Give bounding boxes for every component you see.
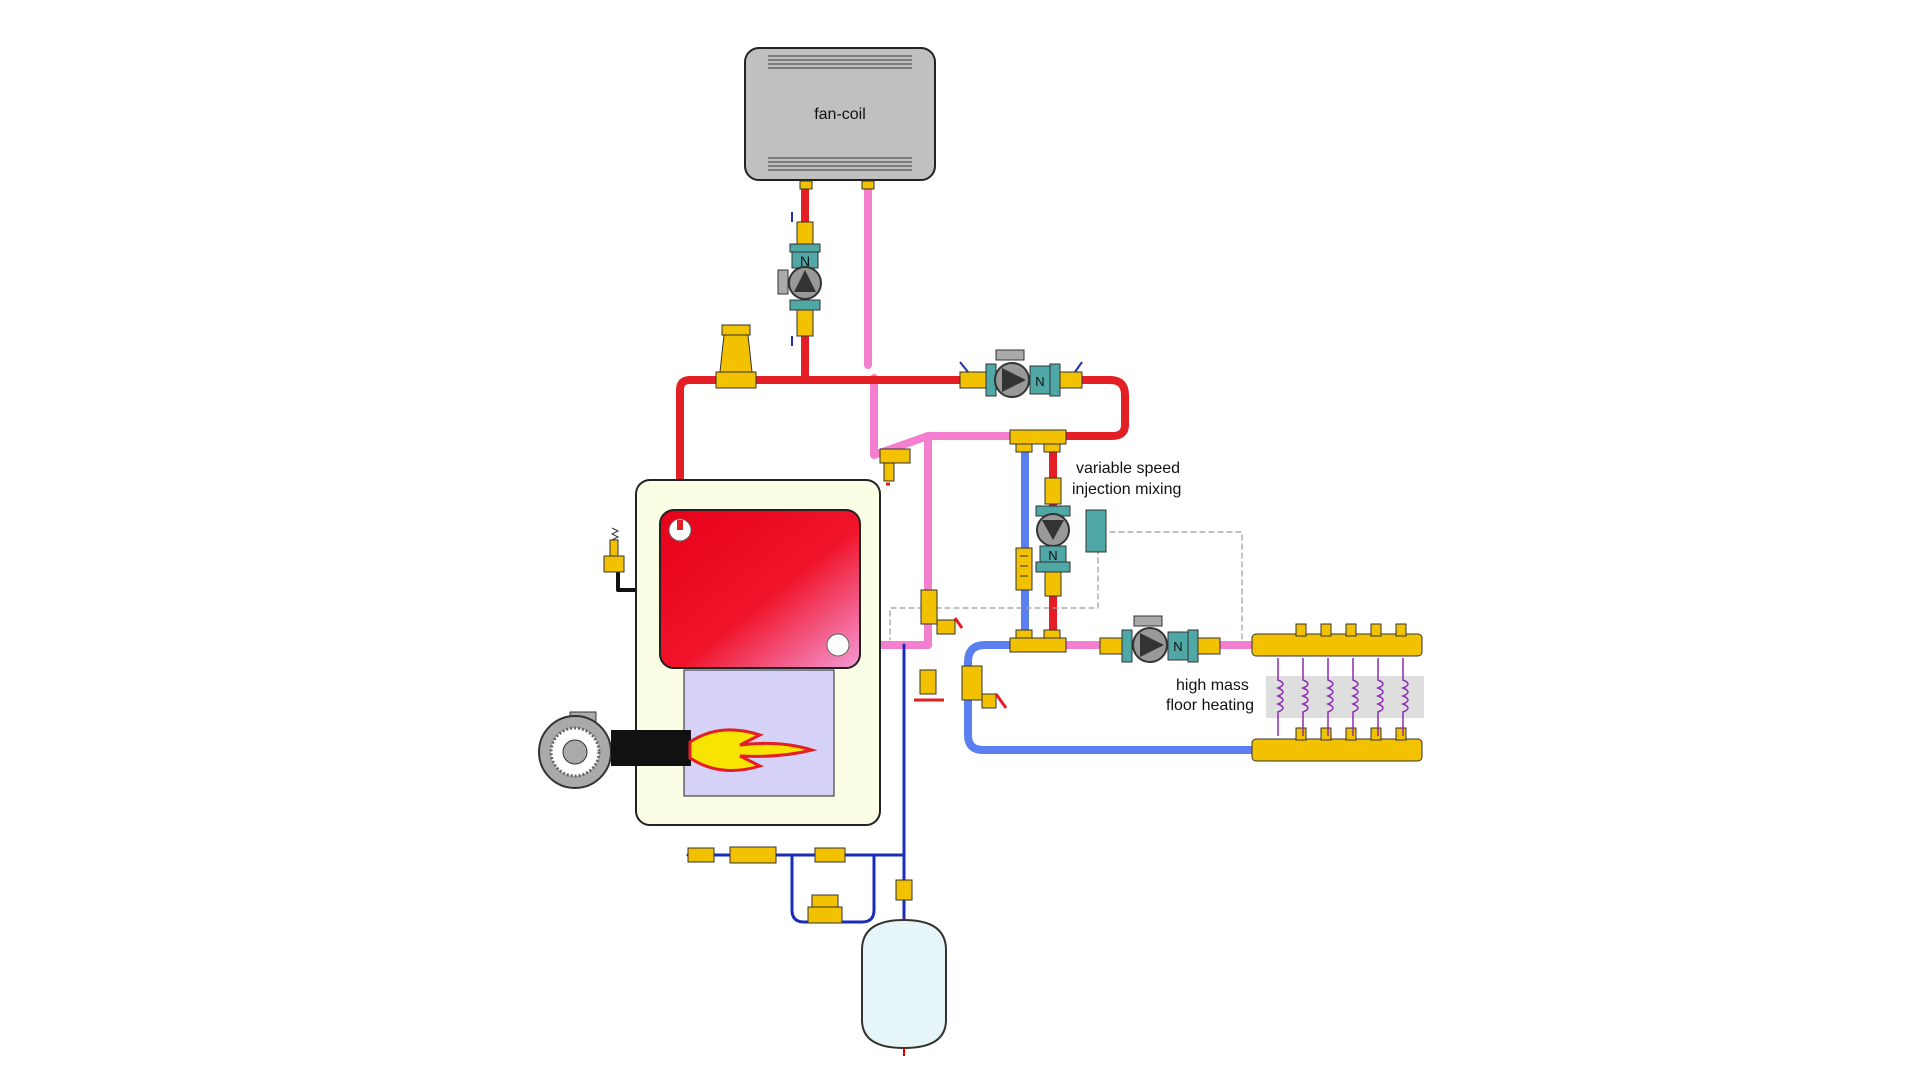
burner-icon (538, 711, 691, 789)
fill-valve-icon (895, 879, 913, 901)
floor-label-line1: high mass (1176, 677, 1249, 694)
svg-text:N: N (1048, 548, 1057, 563)
manifold-icon (1251, 623, 1423, 762)
fan-coil-unit: fan-coil (744, 47, 936, 190)
pressure-relief-valve-icon (603, 527, 625, 573)
floor-circulator: N (1099, 615, 1221, 663)
drain-valve-icon (914, 669, 944, 702)
injection-circulator: N (1015, 477, 1107, 597)
air-separator-icon (715, 324, 757, 389)
fan-coil-return-pipe (864, 181, 1044, 459)
injection-label-line1: variable speed (1076, 460, 1180, 477)
expansion-tank-icon (861, 918, 947, 1056)
floor-tubing-icon (1266, 658, 1424, 736)
svg-text:N: N (800, 253, 810, 269)
svg-text:N: N (1035, 374, 1044, 389)
control-wire-2 (889, 539, 1099, 641)
primary-tees-bottom (1009, 629, 1067, 653)
control-wire-1 (1109, 531, 1243, 641)
boiler-supply-pipe (676, 376, 1129, 534)
boiler-loop-circulator: N (959, 349, 1083, 398)
boiler-icon (635, 479, 881, 826)
pressure-reducing-valve-icon (807, 894, 843, 924)
purge-valve-icon (879, 448, 911, 486)
backflow-preventer-icon (687, 846, 846, 864)
flame-icon (688, 728, 818, 772)
fan-coil-circulator: N (777, 212, 822, 346)
variable-speed-controller-icon (1085, 509, 1107, 553)
isolation-valve-icon (961, 665, 1008, 709)
injection-label-line2: injection mixing (1072, 481, 1181, 498)
ball-valve-icon (920, 589, 964, 635)
floor-label-line2: floor heating (1166, 697, 1254, 714)
fan-coil-label: fan-coil (814, 106, 866, 123)
svg-text:N: N (1173, 639, 1182, 654)
primary-tees-top (1009, 429, 1067, 453)
